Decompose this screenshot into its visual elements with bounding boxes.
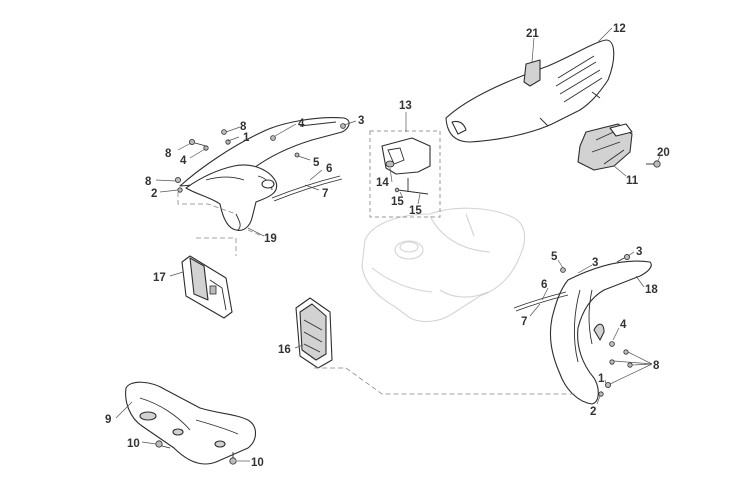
callout-labels: 8 1 8 4 4 3 5 6 7 8 2 19 17 16 9 10 10 1… — [105, 23, 670, 469]
left-cable[interactable] — [271, 175, 343, 202]
callout-8: 8 — [165, 148, 172, 160]
callout-18: 18 — [645, 284, 658, 296]
callout-4: 4 — [620, 319, 627, 331]
callout-3: 3 — [358, 115, 364, 127]
callout-5: 5 — [313, 157, 320, 169]
seat-strap — [523, 59, 541, 87]
callout-8: 8 — [653, 360, 660, 372]
right-cable[interactable] — [513, 291, 569, 312]
callout-10: 10 — [127, 438, 140, 450]
skid-plate[interactable] — [125, 381, 257, 465]
center-plate[interactable] — [295, 297, 333, 369]
callout-3: 3 — [592, 257, 598, 269]
callout-1: 1 — [598, 373, 605, 385]
assembly-group-box — [369, 130, 441, 218]
left-side-panel[interactable] — [179, 117, 350, 231]
callout-6: 6 — [326, 163, 332, 175]
callout-8: 8 — [240, 121, 247, 133]
rear-bracket[interactable] — [577, 123, 633, 171]
bolt-20[interactable] — [646, 160, 661, 168]
callout-16: 16 — [278, 344, 291, 356]
callout-2: 2 — [590, 406, 596, 418]
callout-8: 8 — [145, 176, 152, 188]
callout-14: 14 — [376, 177, 389, 189]
fuel-tank-ghost — [361, 207, 526, 323]
callout-1: 1 — [243, 132, 250, 144]
callout-10: 10 — [251, 457, 264, 469]
callout-3: 3 — [636, 246, 642, 258]
callout-17: 17 — [153, 272, 166, 284]
right-side-panel[interactable] — [549, 260, 652, 405]
callout-6: 6 — [541, 279, 547, 291]
callout-2: 2 — [151, 188, 157, 200]
callout-9: 9 — [105, 414, 111, 426]
seat[interactable] — [445, 39, 615, 143]
filter-housing[interactable] — [381, 137, 431, 195]
leader-lines — [115, 27, 661, 462]
callout-4: 4 — [180, 155, 187, 167]
connection-lines — [177, 192, 576, 395]
callout-19: 19 — [264, 233, 277, 245]
callout-13: 13 — [399, 100, 412, 112]
callout-20: 20 — [657, 147, 670, 159]
callout-21: 21 — [526, 28, 539, 40]
callout-15: 15 — [391, 196, 404, 208]
callout-4: 4 — [298, 118, 305, 130]
callout-5: 5 — [551, 251, 558, 263]
callout-15: 15 — [409, 205, 422, 217]
callout-11: 11 — [626, 175, 639, 187]
callout-12: 12 — [613, 23, 626, 35]
left-plate[interactable] — [181, 255, 233, 319]
callout-7: 7 — [521, 316, 527, 328]
callout-7: 7 — [322, 188, 328, 200]
